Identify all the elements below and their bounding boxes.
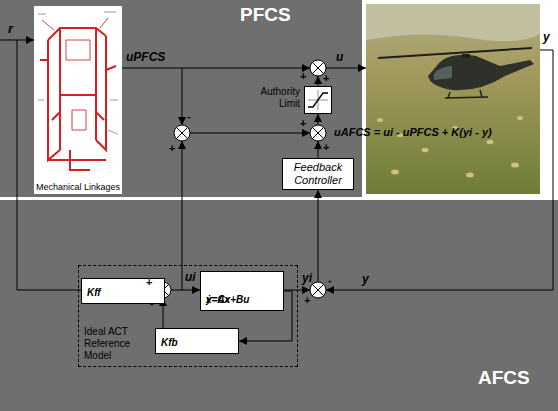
sign-mark: +: [323, 141, 329, 153]
junction-cross: [176, 127, 187, 138]
sign-mark: +: [304, 294, 310, 306]
node-text: Feedback Controller: [286, 161, 350, 187]
helicopter-photo: [366, 4, 540, 194]
sign-mark: -: [150, 297, 154, 309]
hay-bale: [377, 118, 383, 122]
node-text: y=Cx: [206, 294, 280, 306]
hay-bale: [422, 148, 429, 152]
junction-cross: [312, 127, 323, 138]
signal-wires: [0, 40, 553, 340]
saturation-icon: [305, 87, 331, 113]
signal-name: uPFCS: [126, 51, 165, 64]
signal-wire: [326, 68, 366, 69]
landing-gear: [445, 90, 488, 98]
signal-wire: [318, 190, 319, 282]
callout-leaders: [38, 12, 118, 134]
signal-name: ui: [185, 271, 196, 284]
signal-wire: [318, 141, 319, 158]
signal-name: yi: [302, 272, 312, 285]
junction-cross: [312, 284, 323, 295]
cockpit-window: [434, 66, 452, 80]
sign-mark: -: [328, 274, 332, 286]
linkage-illustration: [34, 6, 122, 194]
linkage-detail: [42, 18, 108, 130]
node-text: Authority Limit: [250, 86, 300, 110]
region-title: AFCS: [478, 368, 530, 389]
region-title: PFCS: [240, 5, 291, 26]
state-space-box: ẋ=Ax+Buy=Cx: [200, 271, 284, 311]
photo-frame: [362, 0, 558, 200]
node-text: Kfb: [161, 337, 235, 349]
linkage-drawing: [40, 28, 116, 170]
control-law: uAFCS = ui - uPFCS + K(yi - y): [334, 126, 492, 138]
saturation-curve: [308, 93, 328, 107]
signal-wire: [318, 76, 319, 86]
illustration-ground: [34, 6, 122, 194]
sign-mark: -: [187, 110, 191, 122]
signal-wire: [318, 114, 319, 125]
helicopter-body: [428, 55, 534, 90]
hay-bales: [377, 116, 523, 178]
signal-wire: [282, 290, 310, 291]
signal-wire: [326, 50, 553, 290]
signal-name: u: [336, 51, 343, 64]
saturation-block: Authority Limit: [304, 86, 332, 114]
sign-mark: +: [146, 276, 152, 288]
sign-mark: +: [323, 72, 329, 84]
icon-axes: [308, 90, 328, 110]
photo-haze: [366, 4, 540, 41]
signal-name: y: [362, 273, 369, 286]
summing-junction: [310, 282, 326, 298]
gain-box: Kfb: [155, 328, 239, 354]
sign-mark: +: [300, 117, 306, 129]
signal-wire: [182, 68, 183, 125]
sign-mark: +: [169, 142, 175, 154]
signal-wire: [122, 68, 310, 69]
junction-cross: [312, 62, 323, 73]
signal-name: y: [543, 31, 550, 44]
photo-field: [366, 4, 540, 194]
controller-box: Feedback Controller: [282, 158, 354, 190]
hay-bale: [517, 116, 523, 120]
signal-wire: [190, 133, 310, 134]
node-text: Kff: [87, 287, 161, 299]
summing-junction: [310, 125, 326, 141]
illustration-box: Mechanical Linkages: [34, 6, 122, 194]
hay-bale: [466, 173, 474, 178]
signal-wire: [182, 141, 183, 290]
signal-name: r: [8, 22, 13, 36]
hay-bale: [487, 140, 494, 144]
signal-wire: [17, 40, 104, 290]
hay-bale: [511, 163, 519, 168]
helicopter: [378, 48, 534, 98]
signal-wire: [171, 290, 200, 291]
node-text: Mechanical Linkages: [32, 182, 124, 192]
summing-junction: [174, 125, 190, 141]
hay-bale: [391, 170, 399, 175]
rotor-hub: [462, 54, 470, 58]
node-text: Ideal ACT Reference Model: [84, 326, 158, 362]
sign-mark: +: [300, 70, 306, 82]
